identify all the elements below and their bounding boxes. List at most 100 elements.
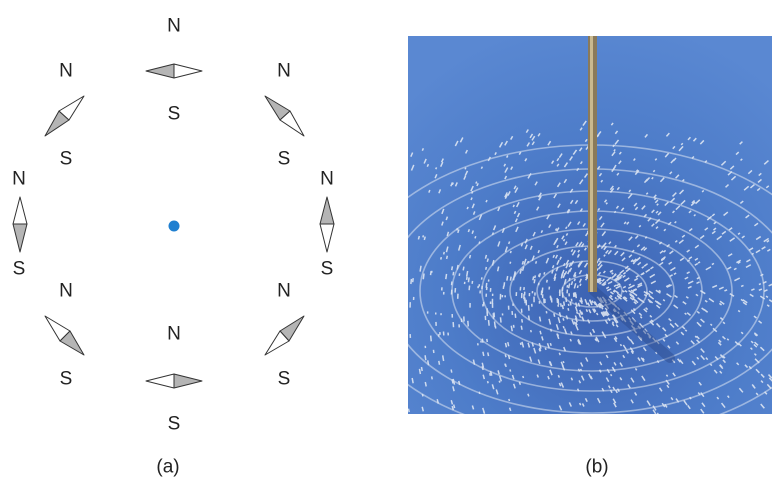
iron-filing (557, 203, 561, 208)
iron-filing (515, 226, 519, 233)
iron-filing (608, 295, 614, 301)
iron-filing (626, 336, 631, 341)
iron-filing (410, 278, 413, 285)
label-left-north: N (12, 168, 26, 190)
iron-filing (591, 300, 594, 304)
iron-filing (643, 247, 648, 252)
iron-filing (684, 312, 687, 316)
iron-filing (434, 312, 437, 315)
iron-filing (637, 357, 641, 362)
iron-filing (602, 270, 606, 274)
iron-filing (423, 158, 427, 164)
iron-filing (600, 222, 605, 228)
iron-filing (562, 301, 566, 306)
iron-filing (426, 311, 429, 314)
iron-filing (632, 288, 638, 292)
iron-filing (593, 301, 597, 306)
iron-filing (573, 278, 576, 282)
iron-filing (480, 340, 482, 343)
iron-filing (469, 302, 471, 308)
iron-filing (614, 273, 617, 276)
iron-filing (489, 301, 492, 305)
iron-filing (726, 395, 730, 399)
iron-filing (410, 152, 414, 158)
iron-filing (510, 166, 514, 170)
iron-filing (422, 273, 425, 280)
iron-filing (559, 256, 562, 260)
iron-filing (619, 343, 623, 347)
iron-filing (563, 328, 568, 335)
iron-filing (561, 235, 565, 240)
label-top-right-north: N (277, 60, 291, 82)
iron-filing (458, 273, 461, 277)
iron-filing (499, 317, 502, 323)
iron-filing (720, 160, 727, 166)
iron-filing (423, 236, 426, 241)
iron-filing (623, 277, 630, 282)
iron-filing (498, 141, 504, 148)
iron-filing (531, 303, 533, 307)
iron-filing (565, 233, 569, 236)
label-top-right-south: S (277, 148, 291, 170)
iron-filing (579, 161, 583, 165)
iron-filing (556, 157, 560, 162)
iron-filing (721, 335, 726, 340)
iron-filing (538, 316, 542, 322)
iron-filing (600, 311, 605, 318)
iron-filing (691, 199, 696, 204)
iron-filing (568, 293, 570, 297)
iron-filing (454, 140, 459, 147)
iron-filing (467, 228, 471, 233)
iron-filing (690, 201, 696, 207)
iron-filing (579, 283, 582, 287)
iron-filing (646, 332, 652, 338)
iron-filing (511, 310, 514, 316)
iron-filing (591, 328, 596, 334)
iron-filing (619, 362, 624, 367)
iron-filing (538, 347, 542, 352)
iron-filing (567, 303, 570, 307)
iron-filing (613, 308, 617, 313)
iron-filing (524, 158, 528, 162)
iron-filing (516, 212, 521, 218)
iron-filing (506, 155, 509, 158)
iron-filing (755, 392, 759, 396)
iron-filing (417, 235, 421, 240)
iron-filing (547, 375, 550, 380)
iron-filing (597, 264, 603, 270)
iron-filing (430, 270, 433, 274)
iron-filing (491, 298, 494, 304)
iron-filing (459, 137, 464, 143)
iron-filing (471, 280, 474, 284)
iron-filing (755, 368, 760, 374)
iron-filing (615, 205, 620, 209)
iron-filing (482, 410, 486, 414)
iron-filing (567, 308, 570, 311)
iron-filing (478, 214, 483, 221)
iron-filing (694, 257, 699, 261)
iron-filing (758, 283, 762, 286)
iron-filing (511, 374, 515, 380)
iron-filing (486, 258, 489, 263)
iron-filing (712, 227, 717, 231)
iron-filing (525, 129, 529, 134)
iron-filing (527, 304, 530, 311)
iron-filing (670, 397, 674, 401)
iron-filing (541, 287, 544, 294)
iron-filing (718, 286, 724, 290)
iron-filing (737, 261, 741, 264)
iron-filing (573, 283, 577, 289)
iron-filing (512, 324, 515, 328)
iron-filing (551, 160, 555, 165)
iron-filing (699, 139, 705, 145)
iron-filing (679, 359, 684, 365)
iron-filing (704, 299, 708, 303)
iron-filing (472, 211, 476, 215)
iron-filing (747, 169, 753, 175)
iron-filing (499, 293, 502, 300)
iron-filing (567, 221, 572, 227)
iron-filing (578, 269, 583, 275)
iron-filing (589, 300, 593, 305)
iron-filing (498, 375, 503, 382)
iron-filing (695, 293, 699, 297)
